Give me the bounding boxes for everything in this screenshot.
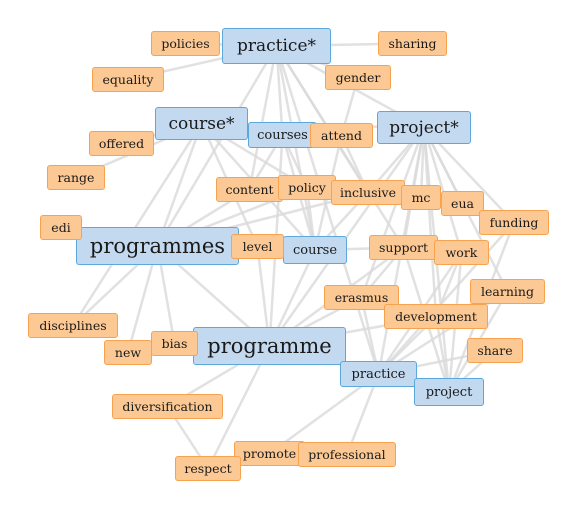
term-node-disciplines[interactable]: disciplines: [28, 313, 118, 338]
edge-practice_star-practice: [275, 45, 380, 375]
key-node-course-star[interactable]: course*: [155, 107, 248, 140]
key-node-programme[interactable]: programme: [193, 327, 346, 365]
term-node-new[interactable]: new: [104, 340, 152, 365]
term-node-share[interactable]: share: [467, 338, 523, 363]
key-node-project-star[interactable]: project*: [377, 111, 471, 144]
key-node-courses[interactable]: courses: [248, 122, 317, 148]
edge-project_star-work: [422, 127, 463, 253]
edge-programme-respect: [206, 345, 271, 470]
term-node-professional[interactable]: professional: [298, 442, 396, 467]
key-node-practice-star[interactable]: practice*: [222, 28, 331, 64]
edge-practice_star-course: [275, 45, 317, 251]
term-node-funding[interactable]: funding: [479, 210, 549, 235]
edge-course_star-disciplines: [71, 122, 203, 327]
term-node-sharing[interactable]: sharing: [378, 31, 447, 56]
edge-practice_star-content: [248, 45, 278, 190]
edge-practice-promote: [268, 372, 380, 455]
term-node-offered[interactable]: offered: [89, 131, 154, 156]
edge-practice_star-programmes: [156, 45, 278, 247]
edge-practice_star-inclusive: [275, 45, 370, 194]
key-node-course[interactable]: course: [283, 236, 347, 264]
edge-course_star-programmes: [156, 123, 203, 247]
edge-project_star-programme: [268, 126, 426, 347]
term-node-policies[interactable]: policies: [151, 31, 220, 56]
term-node-support[interactable]: support: [369, 235, 438, 260]
term-node-erasmus[interactable]: erasmus: [324, 285, 399, 310]
key-node-practice[interactable]: practice: [340, 361, 417, 387]
term-node-promote[interactable]: promote: [234, 441, 305, 466]
key-node-programmes[interactable]: programmes: [76, 227, 239, 265]
term-node-equality[interactable]: equality: [92, 67, 164, 92]
term-node-eua[interactable]: eua: [441, 191, 484, 216]
term-node-mc[interactable]: mc: [401, 185, 441, 210]
key-node-project[interactable]: project: [414, 378, 484, 406]
term-node-inclusive[interactable]: inclusive: [331, 180, 405, 205]
term-node-range[interactable]: range: [47, 165, 105, 190]
edge-project_star-development: [422, 127, 438, 317]
term-node-respect[interactable]: respect: [175, 456, 241, 481]
term-node-diversification[interactable]: diversification: [112, 394, 223, 419]
term-node-level[interactable]: level: [231, 234, 284, 259]
term-node-content[interactable]: content: [216, 177, 283, 202]
term-node-gender[interactable]: gender: [325, 65, 391, 90]
term-node-policy[interactable]: policy: [278, 175, 336, 200]
term-node-bias[interactable]: bias: [151, 331, 198, 356]
edge-practice-funding: [377, 221, 515, 375]
term-node-learning[interactable]: learning: [470, 279, 545, 304]
term-node-development[interactable]: development: [384, 304, 488, 329]
term-node-attend[interactable]: attend: [310, 123, 373, 148]
term-node-edi[interactable]: edi: [40, 215, 82, 240]
edge-practice-professional: [345, 373, 380, 455]
term-node-work[interactable]: work: [434, 240, 489, 265]
